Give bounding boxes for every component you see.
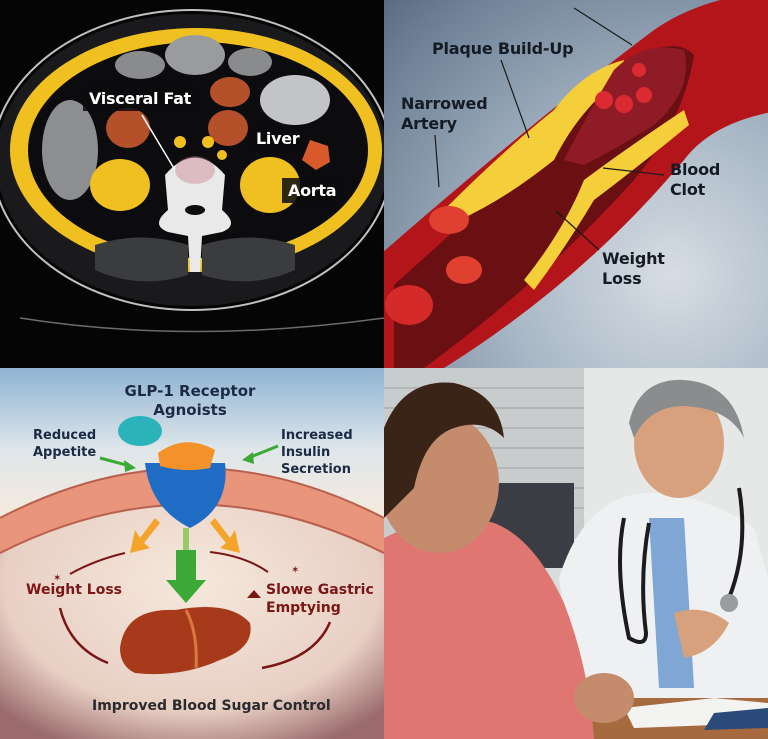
glp1-title-line2: Agnoists — [153, 401, 227, 419]
artery-panel: Plaque Build-Up Narrowed Artery Blood Cl… — [384, 0, 768, 368]
label-blood-clot-line2: Clot — [670, 180, 706, 199]
doctor-consultation-photo — [384, 368, 768, 739]
label-reduced-appetite-line2: Appetite — [33, 445, 97, 460]
label-slowe-gastric-line1: Slowe Gastric — [266, 582, 374, 598]
label-narrowed-artery-line2: Artery — [401, 114, 457, 133]
label-plaque-build-up: Plaque Build-Up — [432, 39, 574, 58]
label-slowe-gastric-line2: Emptying — [266, 600, 341, 616]
label-increased-insulin-line3: Secretion — [281, 462, 351, 477]
consultation-illustration — [384, 368, 768, 739]
label-blood-clot-line1: Blood — [670, 160, 721, 179]
glp1-title-line1: GLP-1 Receptor — [124, 382, 256, 400]
label-increased-insulin-line1: Increased — [281, 428, 353, 443]
glp1-illustration: ✶ ✶ — [0, 416, 384, 739]
label-improved-blood-sugar: Improved Blood Sugar Control — [92, 698, 331, 714]
svg-text:✶: ✶ — [291, 565, 299, 576]
svg-text:✶: ✶ — [53, 573, 61, 584]
label-narrowed-artery-line1: Narrowed — [401, 94, 488, 113]
label-visceral-fat: Visceral Fat — [83, 86, 198, 111]
glp1-diagram-panel: ✶ ✶ GLP-1 Receptor Agnoists Reduced Appe… — [0, 368, 384, 739]
ct-scan-panel: Visceral Fat Liver Aorta — [0, 0, 384, 368]
artery-illustration — [384, 0, 768, 368]
label-weight-loss-line1: Weight — [602, 249, 665, 268]
label-aorta: Aorta — [282, 178, 343, 203]
label-weight-loss: Weight Loss — [26, 582, 122, 598]
label-increased-insulin-line2: Insulin — [281, 445, 331, 460]
label-reduced-appetite-line1: Reduced — [33, 428, 97, 443]
label-weight-loss-line2: Loss — [602, 269, 642, 288]
label-liver: Liver — [250, 126, 306, 151]
